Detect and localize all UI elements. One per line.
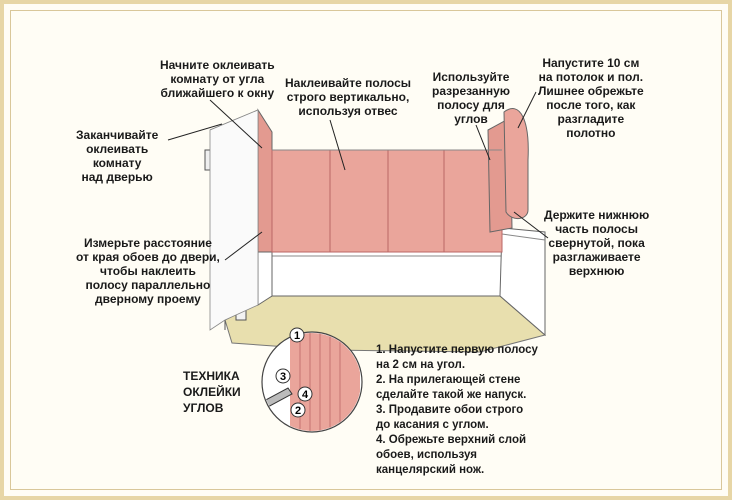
callout-badge [275,368,291,384]
label-measure: Измерьте расстояние от края обоев до две… [76,236,220,306]
step-line: 3. Продавите обои строго [376,404,524,416]
back-baseboard [271,251,503,297]
callout-number: 3 [280,371,286,383]
step-line: на 2 см на угол. [376,359,466,371]
step-line: канцелярский нож. [376,464,485,476]
callout-badge [290,402,306,418]
callout-number: 1 [294,330,300,342]
hanging-strip [503,108,529,219]
leader-lines [167,91,549,261]
step-line: 2. На прилегающей стене [376,374,521,386]
callout-badge [289,327,305,343]
left-baseboard [257,251,273,306]
label-finish-door: Заканчивайте оклеивать комнату над дверь… [76,128,159,184]
label-hold-bottom: Держите нижнюю часть полосы свернутой, п… [544,208,650,278]
step-line: сделайте такой же напуск. [376,389,527,401]
step-line: до касания с углом. [376,419,489,431]
right-baseboard [499,227,546,337]
callout-number: 2 [295,405,301,417]
callout-badge [297,386,313,402]
step-line: обоев, используя [376,449,477,461]
back-wall-strip [387,149,445,253]
step-line: 4. Обрежьте верхний слой [376,434,527,446]
back-wall-strip [271,149,331,253]
left-wall-paper [257,108,273,253]
label-start-corner: Начните оклеивать комнату от угла ближай… [160,58,275,100]
label-cut-strip: Используйте разрезанную полосу для углов [432,70,511,126]
left-wall [209,109,259,331]
callout-number: 4 [302,389,309,401]
steps-list: 1. Напустите первую полосу на 2 см на уг… [376,343,538,478]
callout-badges: 1 2 3 4 [275,327,313,418]
label-overlap: Напустите 10 см на потолок и пол. Лишнее… [538,56,644,140]
step-line: 1. Напустите первую полосу [376,344,538,356]
label-vertical: Наклеивайте полосы строго вертикально, и… [285,76,411,118]
corner-technique-title: ТЕХНИКА ОКЛЕЙКИ УГЛОВ [183,369,241,415]
page-frame-inner [10,10,722,490]
back-wall-strip [329,149,389,253]
